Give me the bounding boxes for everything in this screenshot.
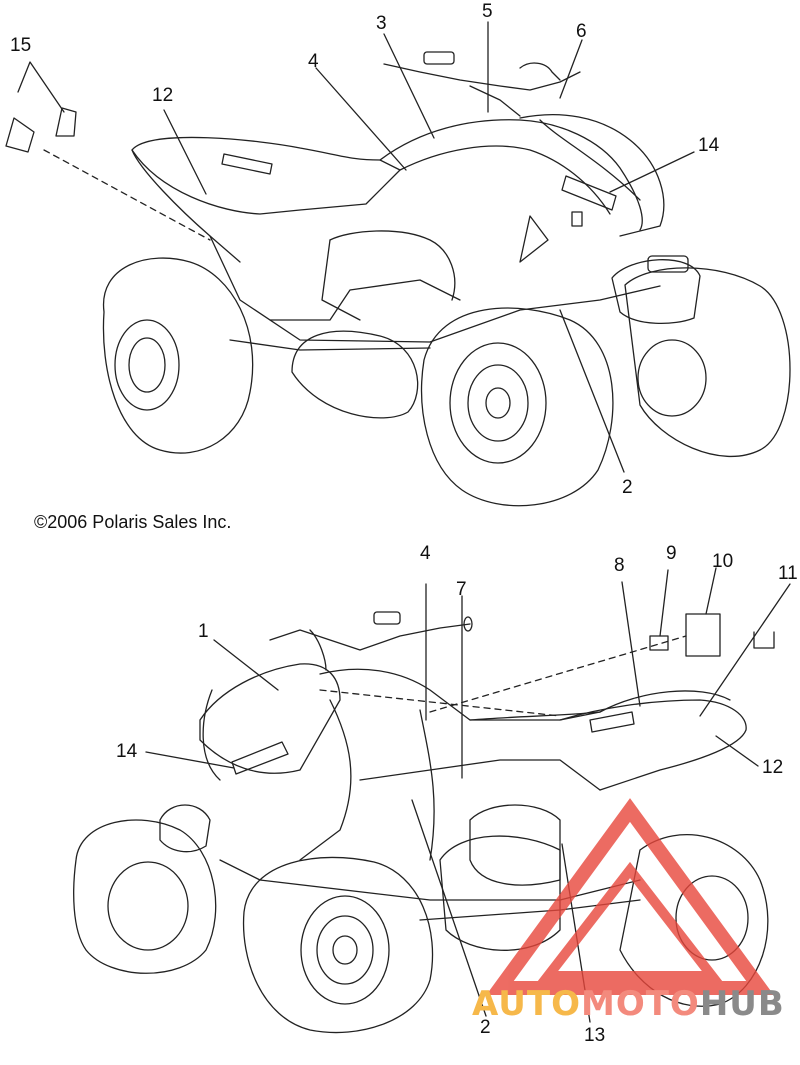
callout-4-bottom: 4 xyxy=(420,543,431,564)
callout-15: 15 xyxy=(10,35,32,56)
top-frame xyxy=(209,235,661,343)
leader-1 xyxy=(213,639,279,691)
callout-9: 9 xyxy=(666,543,677,564)
callout-2-bottom: 2 xyxy=(480,1017,491,1038)
top-rear-left-rim xyxy=(114,319,180,411)
callout-1: 1 xyxy=(198,621,209,642)
leader-14-top xyxy=(609,151,695,193)
top-rear-right-tire xyxy=(624,267,791,458)
bottom-fuel-tank xyxy=(319,668,601,721)
leader-14-bottom xyxy=(145,751,235,769)
bottom-seat xyxy=(469,711,601,721)
callout-6-top: 6 xyxy=(576,21,587,42)
top-handlebar xyxy=(383,63,581,91)
top-atv xyxy=(5,21,791,507)
decal-10 xyxy=(685,613,721,657)
leader-4-top xyxy=(315,67,407,171)
watermark-text: AUTOMOTOHUB xyxy=(472,984,785,1024)
bottom-rear-fender xyxy=(559,699,747,791)
leader-2-bottom xyxy=(411,799,487,1017)
callout-12-bottom: 12 xyxy=(762,757,784,778)
callout-5-top: 5 xyxy=(482,1,493,22)
top-polaris-decal-rear xyxy=(221,153,273,175)
bottom-front-fender xyxy=(199,663,341,774)
leader-12-top xyxy=(163,109,207,195)
top-rear-left-tire xyxy=(102,257,254,454)
top-fuel-tank xyxy=(379,119,643,231)
callout-11: 11 xyxy=(778,563,798,584)
callout-3-top: 3 xyxy=(376,13,387,34)
callout-2-top: 2 xyxy=(622,477,633,498)
leader-11 xyxy=(699,583,791,717)
watermark-logo xyxy=(486,798,774,995)
leader-3-top xyxy=(383,33,435,139)
bottom-handlebar xyxy=(269,623,471,651)
leader-12-bottom xyxy=(715,735,759,767)
top-front-tire xyxy=(421,307,614,507)
leader-9 xyxy=(659,569,669,637)
decal-11 xyxy=(753,631,775,649)
bottom-atv xyxy=(73,567,791,1034)
leader-15 xyxy=(17,61,65,113)
leader-10 xyxy=(705,567,717,615)
copyright-text: ©2006 Polaris Sales Inc. xyxy=(34,512,232,532)
callout-12-top: 12 xyxy=(152,85,174,106)
callout-8: 8 xyxy=(614,555,625,576)
callout-4-top: 4 xyxy=(308,51,319,72)
callout-13: 13 xyxy=(584,1025,606,1046)
decal-15a xyxy=(5,117,35,153)
leader-8 xyxy=(621,581,641,707)
bottom-polaris-decal-front xyxy=(231,741,289,775)
callout-14-top: 14 xyxy=(698,135,720,156)
callout-14-bottom: 14 xyxy=(116,741,138,762)
callout-10: 10 xyxy=(712,551,734,572)
bottom-front-rim xyxy=(300,895,390,1005)
top-polaris-decal-front xyxy=(561,175,617,211)
decal-15b xyxy=(55,107,77,137)
top-rear-fender xyxy=(131,136,401,215)
top-front-fender xyxy=(519,114,665,237)
bottom-polaris-decal-rear xyxy=(589,711,635,733)
bottom-frame xyxy=(219,859,641,901)
bottom-front-left-tire xyxy=(73,819,217,974)
leader-6-top xyxy=(559,39,583,99)
bottom-front-tire xyxy=(242,856,434,1034)
callout-7: 7 xyxy=(456,579,467,600)
decal-9 xyxy=(649,635,669,651)
top-front-rim xyxy=(449,342,547,464)
leader-2-top xyxy=(559,309,625,473)
